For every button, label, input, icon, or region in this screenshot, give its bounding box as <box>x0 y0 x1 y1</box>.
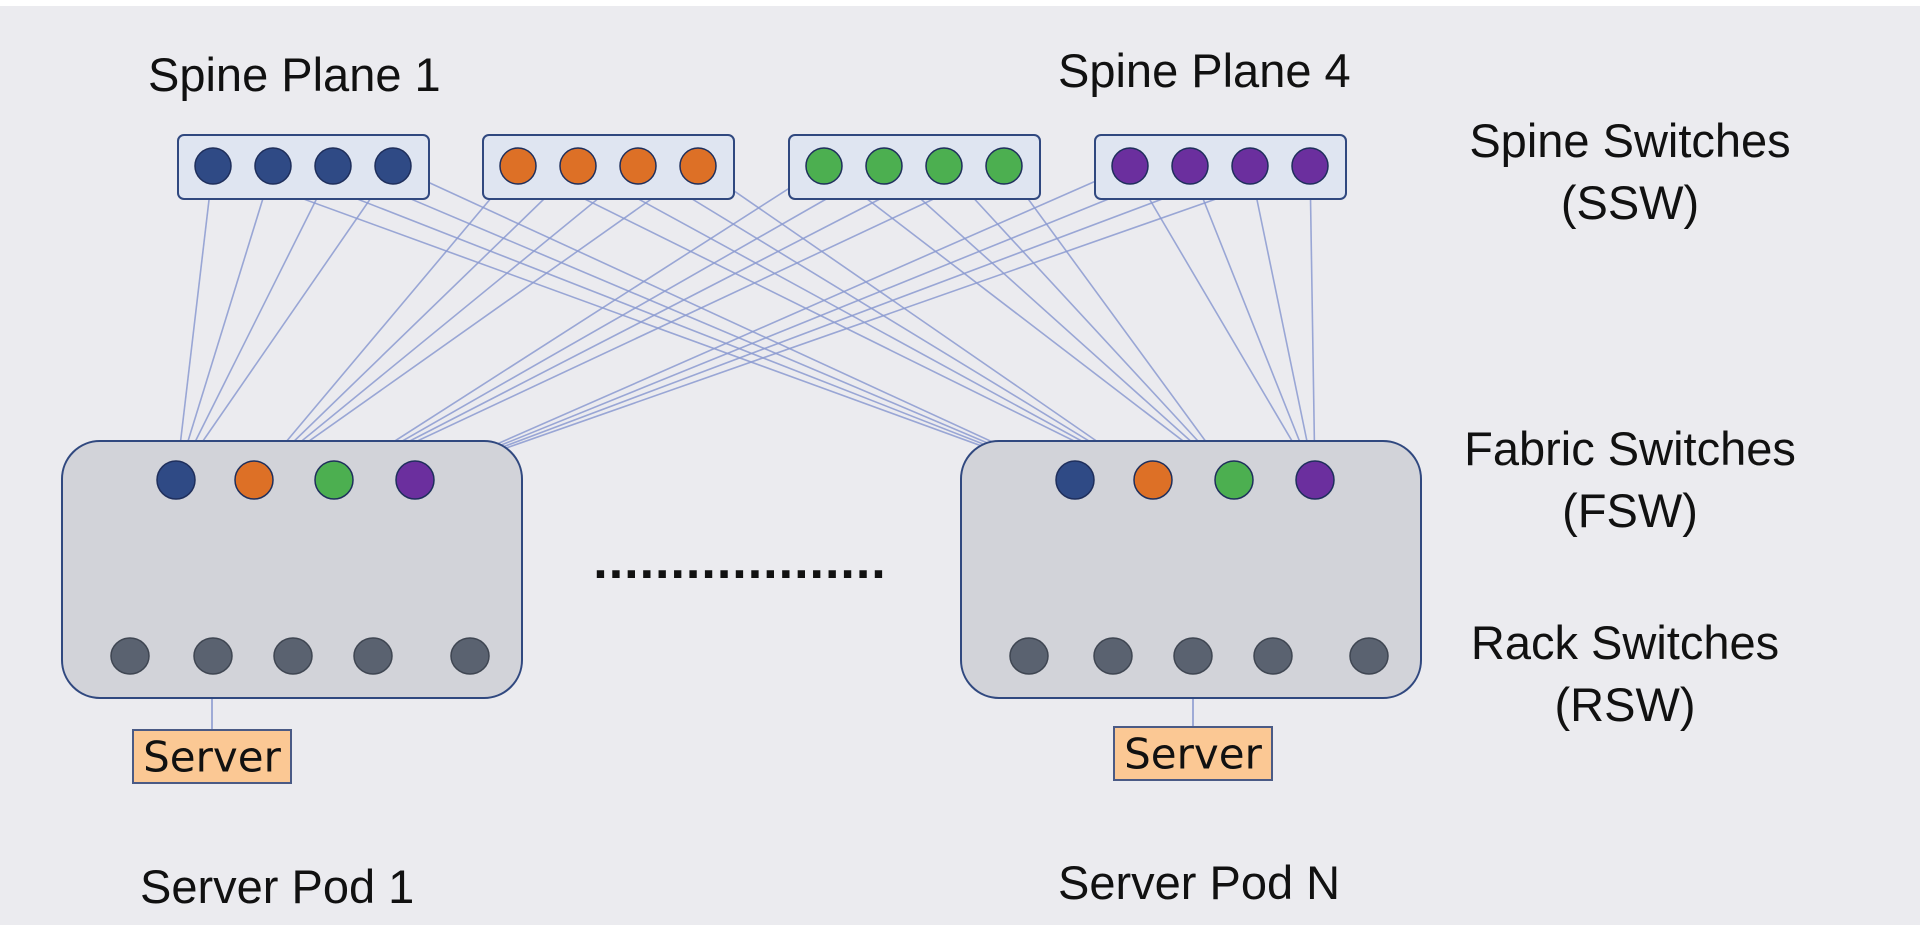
spine-fabric-link <box>577 165 1154 481</box>
rack-switch-node <box>1253 637 1293 675</box>
rack-switch-node <box>353 637 393 675</box>
spine-switch-node <box>499 147 537 185</box>
spine-fabric-link <box>414 165 1191 481</box>
rack-switch-node <box>1093 637 1133 675</box>
spine-fabric-link <box>1309 165 1316 481</box>
spine-fabric-link <box>175 165 394 481</box>
spine-fabric-link <box>414 165 1131 481</box>
spine-plane-2-box <box>482 134 735 200</box>
spine-plane-1-label: Spine Plane 1 <box>148 48 441 101</box>
spine-plane-4-box <box>1094 134 1347 200</box>
spine-switches-label: Spine Switches (SSW) <box>1440 114 1820 230</box>
spine-switch-node <box>1111 147 1149 185</box>
fabric-switch-node <box>1295 460 1335 500</box>
rack-switch-node <box>1173 637 1213 675</box>
spine-fabric-link <box>333 165 945 481</box>
fabric-switch-node <box>1214 460 1254 500</box>
spine-switch-node <box>679 147 717 185</box>
spine-switch-node <box>865 147 903 185</box>
spine-fabric-link <box>517 165 1154 481</box>
spine-switch-node <box>925 147 963 185</box>
server-pod-1-box <box>61 440 523 699</box>
fabric-switches-label: Fabric Switches (FSW) <box>1440 422 1820 538</box>
spine-fabric-link <box>332 165 1076 481</box>
spine-fabric-link <box>1129 165 1316 481</box>
server-box <box>1113 726 1273 781</box>
spine-fabric-link <box>637 165 1154 481</box>
spine-fabric-link <box>883 165 1235 481</box>
fabric-switch-node <box>156 460 196 500</box>
spine-fabric-link <box>333 165 1005 481</box>
server-box <box>132 729 292 784</box>
spine-fabric-link <box>823 165 1235 481</box>
fabric-switch-node <box>395 460 435 500</box>
server-pod-1-label: Server Pod 1 <box>140 860 415 913</box>
boxes <box>61 134 1422 699</box>
switch-nodes <box>110 147 1389 675</box>
spine-fabric-link <box>414 165 1251 481</box>
spine-plane-1-box <box>177 134 430 200</box>
spine-fabric-link <box>943 165 1235 481</box>
spine-switch-node <box>1231 147 1269 185</box>
spine-fabric-link <box>333 165 885 481</box>
fabric-switches-label-line2: (FSW) <box>1562 484 1698 538</box>
rack-switches-label-line2: (RSW) <box>1554 678 1696 732</box>
spine-fabric-link <box>253 165 579 481</box>
spine-fabric-link <box>272 165 1076 481</box>
spine-fabric-link <box>175 165 334 481</box>
rack-switch-node <box>273 637 313 675</box>
spine-switches-label-line1: Spine Switches <box>1469 114 1791 167</box>
rack-switch-node <box>450 637 490 675</box>
spine-fabric-link <box>253 165 639 481</box>
fabric-switches-label-line1: Fabric Switches <box>1464 422 1796 475</box>
server-pod-n-label: Server Pod N <box>1058 856 1341 909</box>
fabric-switch-node <box>1133 460 1173 500</box>
spine-switch-node <box>805 147 843 185</box>
spine-fabric-link <box>253 165 699 481</box>
spine-fabric-link <box>175 165 274 481</box>
fabric-switch-node <box>314 460 354 500</box>
spine-switch-node <box>254 147 292 185</box>
spine-switch-node <box>194 147 232 185</box>
spine-plane-3-box <box>788 134 1041 200</box>
spine-fabric-link <box>1003 165 1235 481</box>
server-pod-2-box <box>960 440 1422 699</box>
spine-fabric-link <box>1189 165 1316 481</box>
pod-ellipsis: ................... <box>593 532 887 590</box>
rack-switch-node <box>1009 637 1049 675</box>
spine-switch-node <box>1291 147 1329 185</box>
spine-fabric-link <box>392 165 1076 481</box>
rack-switch-node <box>193 637 233 675</box>
spine-plane-4-label: Spine Plane 4 <box>1058 44 1351 97</box>
rack-switch-node <box>1349 637 1389 675</box>
spine-fabric-link <box>414 165 1311 481</box>
rack-switches-label: Rack Switches (RSW) <box>1440 616 1810 732</box>
spine-fabric-link <box>253 165 519 481</box>
spine-fabric-link <box>1249 165 1316 481</box>
server-label: Server <box>143 733 281 782</box>
spine-fabric-link <box>333 165 825 481</box>
rack-switch-node <box>110 637 150 675</box>
spine-fabric-link <box>175 165 214 481</box>
server-label: Server <box>1124 730 1262 779</box>
spine-switch-node <box>374 147 412 185</box>
spine-switch-node <box>1171 147 1209 185</box>
fabric-switch-node <box>1055 460 1095 500</box>
spine-fabric-link <box>697 165 1154 481</box>
spine-switch-node <box>559 147 597 185</box>
servers: Server Server <box>132 726 1273 784</box>
spine-switch-node <box>985 147 1023 185</box>
rack-switches-label-line1: Rack Switches <box>1470 616 1780 669</box>
spine-switches-label-line2: (SSW) <box>1560 176 1700 230</box>
fabric-switch-node <box>234 460 274 500</box>
spine-switch-node <box>619 147 657 185</box>
spine-fabric-link <box>212 165 1076 481</box>
spine-switch-node <box>314 147 352 185</box>
